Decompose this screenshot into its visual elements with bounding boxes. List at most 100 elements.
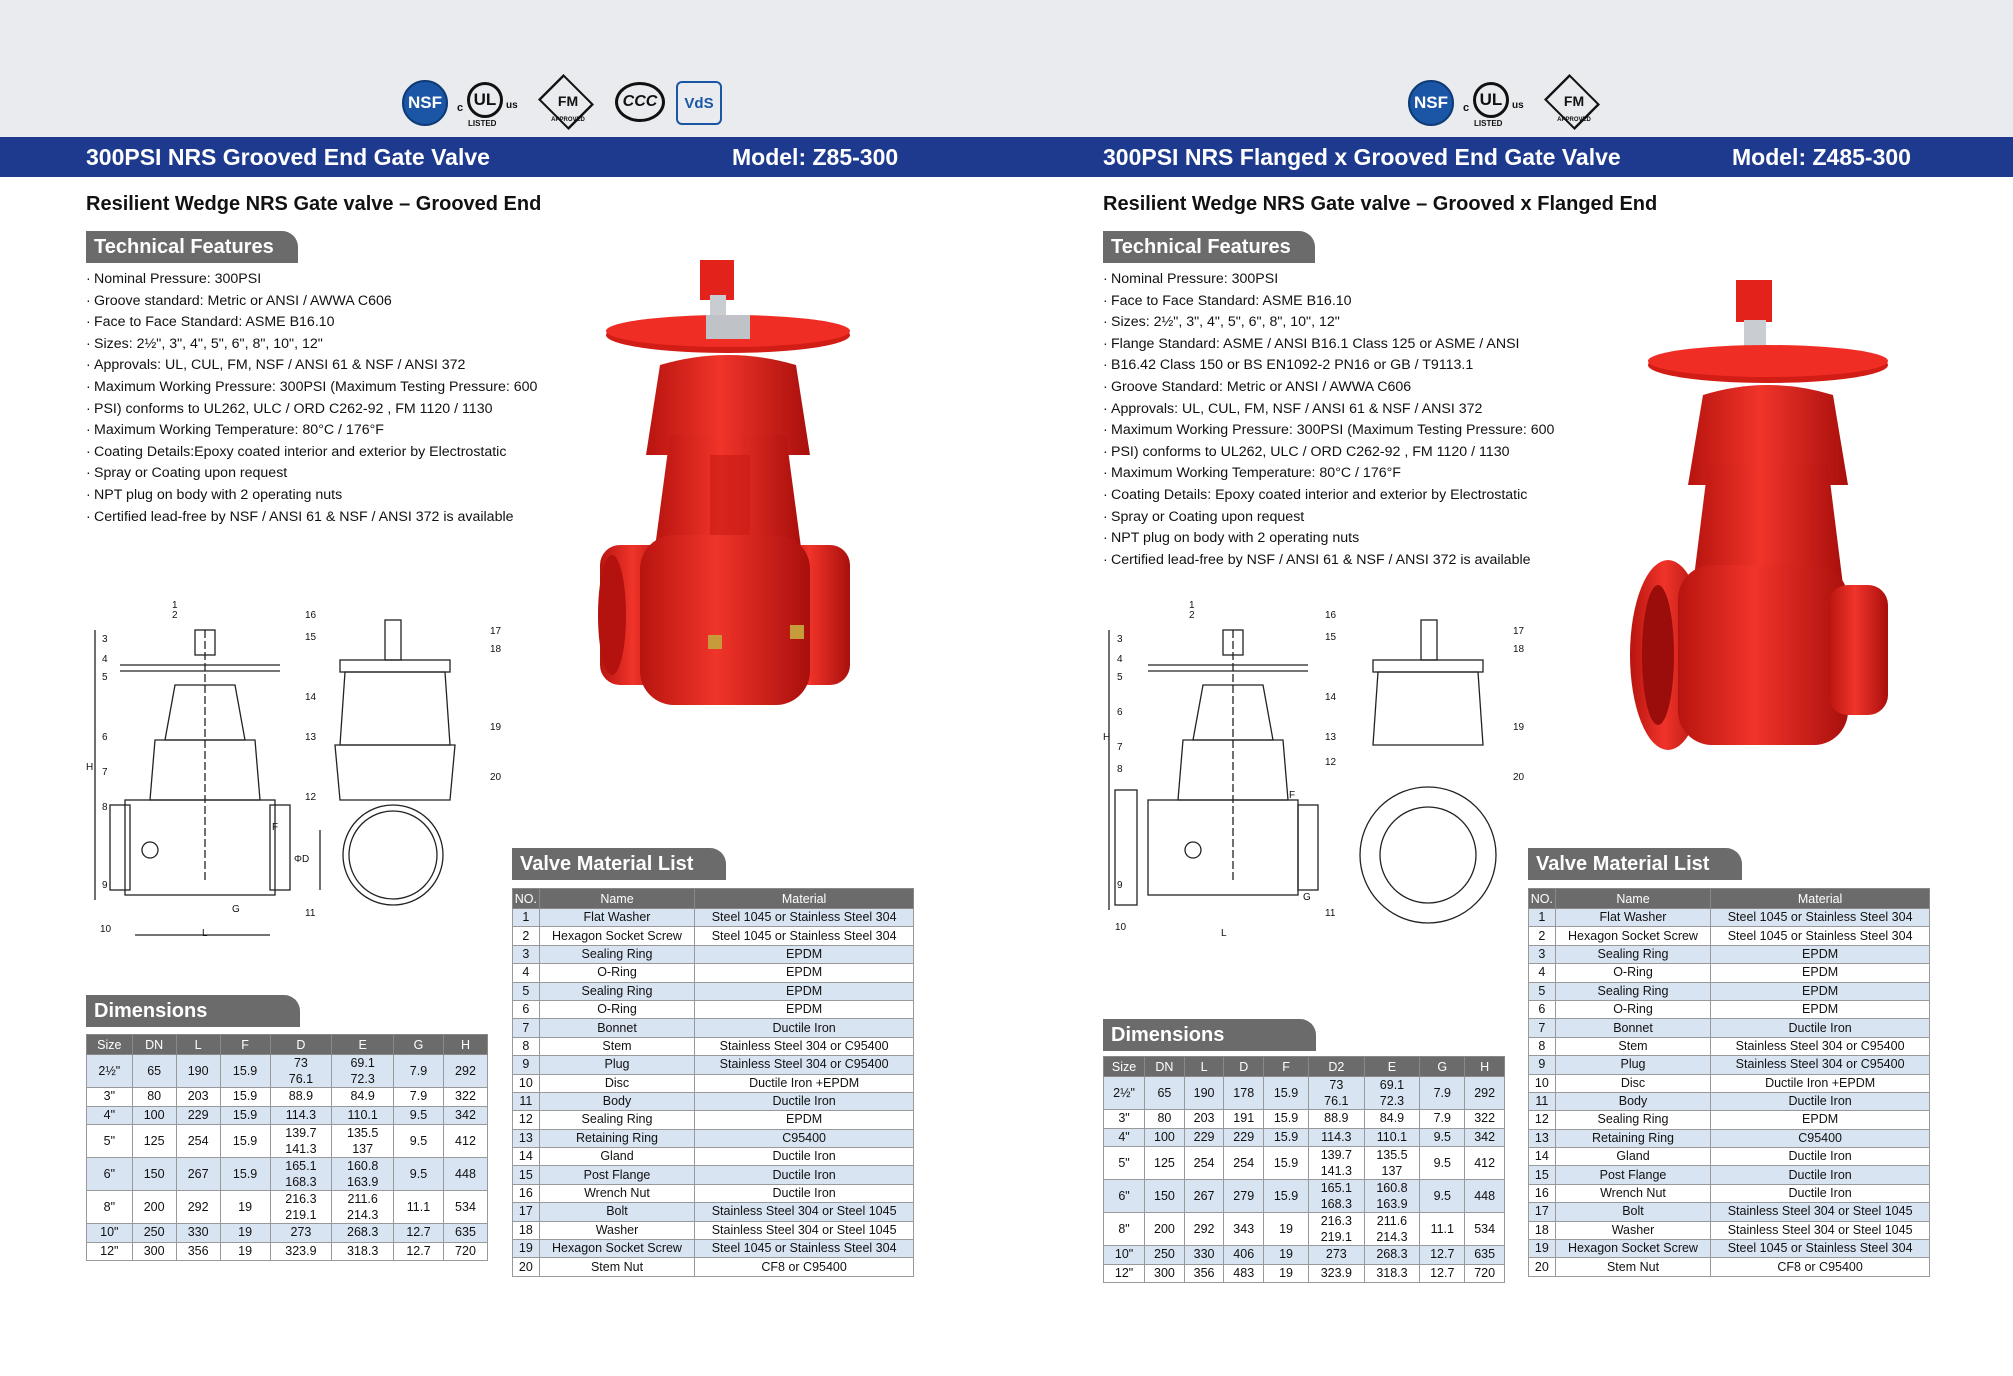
table-cell: 1 (512, 907, 540, 928)
table-cell: 273 (269, 1223, 333, 1243)
table-cell: Sealing Ring (1554, 981, 1712, 1001)
table-cell: 88.9 (269, 1087, 333, 1107)
table-cell: 300 (1144, 1263, 1185, 1283)
table-cell: Ductile Iron (694, 1165, 914, 1185)
feature-item: Sizes: 2½", 3", 4", 5", 6", 8", 10", 12" (1103, 312, 1554, 334)
table-cell: 88.9 (1308, 1109, 1365, 1129)
feature-item: Maximum Working Temperature: 80°C / 176°… (86, 420, 537, 442)
table-cell: Gland (1554, 1147, 1712, 1167)
column-header: F (219, 1034, 271, 1055)
table-cell: 2½" (86, 1054, 133, 1088)
table-cell: 13 (512, 1128, 540, 1149)
table-cell: Hexagon Socket Screw (538, 926, 696, 946)
table-cell: Flat Washer (1554, 907, 1712, 928)
table-cell: Bonnet (1554, 1018, 1712, 1038)
table-cell: 2½" (1102, 1076, 1146, 1110)
svg-text:ΦD: ΦD (294, 854, 309, 865)
table-cell: Stainless Steel 304 or C95400 (694, 1055, 914, 1075)
column-header: E (331, 1034, 395, 1055)
svg-text:9: 9 (102, 880, 108, 891)
column-header: NO. (512, 888, 540, 909)
svg-text:F: F (272, 822, 278, 833)
table-cell: Stainless Steel 304 or Steel 1045 (1710, 1202, 1930, 1222)
table-cell: 12.7 (393, 1241, 444, 1261)
table-cell: Ductile Iron (694, 1018, 914, 1038)
table-cell: Post Flange (538, 1165, 696, 1185)
left-dimensions-heading: Dimensions (86, 995, 300, 1027)
vds-logo: VdS (676, 81, 722, 125)
table-cell: Steel 1045 or Stainless Steel 304 (694, 1239, 914, 1259)
svg-text:G: G (232, 904, 240, 915)
table-cell: Flat Washer (538, 907, 696, 928)
table-cell: 216.3 219.1 (1308, 1212, 1365, 1246)
table-cell: 267 (175, 1157, 221, 1191)
table-cell: 12 (512, 1110, 540, 1130)
table-cell: O-Ring (1554, 963, 1712, 983)
column-header: D2 (1308, 1056, 1365, 1077)
table-cell: 6" (86, 1157, 133, 1191)
left-subtitle: Resilient Wedge NRS Gate valve – Grooved… (86, 193, 542, 215)
table-cell: 342 (1464, 1127, 1505, 1147)
table-cell: 20 (1528, 1257, 1556, 1277)
table-cell: 191 (1223, 1109, 1265, 1129)
table-cell: 534 (1464, 1212, 1505, 1246)
table-cell: 292 (175, 1190, 221, 1224)
table-cell: 406 (1223, 1245, 1265, 1265)
table-cell: 330 (1183, 1245, 1225, 1265)
svg-text:F: F (1289, 790, 1295, 801)
table-cell: 178 (1223, 1076, 1265, 1110)
table-cell: 15.9 (219, 1087, 271, 1107)
table-cell: 7.9 (393, 1054, 444, 1088)
table-cell: Retaining Ring (1554, 1128, 1712, 1149)
feature-item: Nominal Pressure: 300PSI (86, 269, 537, 291)
table-cell: Body (1554, 1091, 1712, 1112)
table-cell: 19 (1528, 1239, 1556, 1259)
table-cell: 635 (1464, 1245, 1505, 1265)
table-cell: EPDM (1710, 944, 1930, 965)
svg-text:20: 20 (1513, 772, 1525, 783)
column-header: Name (1554, 888, 1712, 909)
table-cell: 279 (1223, 1179, 1265, 1213)
feature-item: NPT plug on body with 2 operating nuts (1103, 528, 1554, 550)
table-cell: Hexagon Socket Screw (1554, 1239, 1712, 1259)
table-cell: Stainless Steel 304 or C95400 (1710, 1036, 1930, 1057)
table-cell: 229 (1223, 1127, 1265, 1147)
table-cell: 14 (1528, 1147, 1556, 1167)
table-cell: 150 (131, 1157, 177, 1191)
table-cell: 7.9 (1419, 1109, 1466, 1129)
table-cell: 7.9 (1419, 1076, 1466, 1110)
table-cell: 80 (131, 1087, 177, 1107)
table-cell: 2 (1528, 926, 1556, 946)
column-header: DN (1144, 1056, 1185, 1077)
table-cell: 12.7 (393, 1223, 444, 1243)
table-cell: 7.9 (393, 1087, 444, 1107)
table-cell: 483 (1223, 1263, 1265, 1283)
column-header: H (1464, 1056, 1505, 1077)
svg-text:7: 7 (1117, 742, 1123, 753)
table-cell: EPDM (1710, 981, 1930, 1001)
table-cell: 10" (86, 1223, 133, 1243)
column-header: F (1263, 1056, 1310, 1077)
svg-text:17: 17 (1513, 626, 1525, 637)
table-cell: 9.5 (393, 1157, 444, 1191)
svg-text:H: H (86, 762, 93, 773)
table-cell: EPDM (1710, 963, 1930, 983)
feature-item: Groove standard: Metric or ANSI / AWWA C… (86, 291, 537, 313)
table-cell: 412 (1464, 1146, 1505, 1180)
table-cell: EPDM (694, 999, 914, 1020)
table-cell: 229 (1183, 1127, 1225, 1147)
